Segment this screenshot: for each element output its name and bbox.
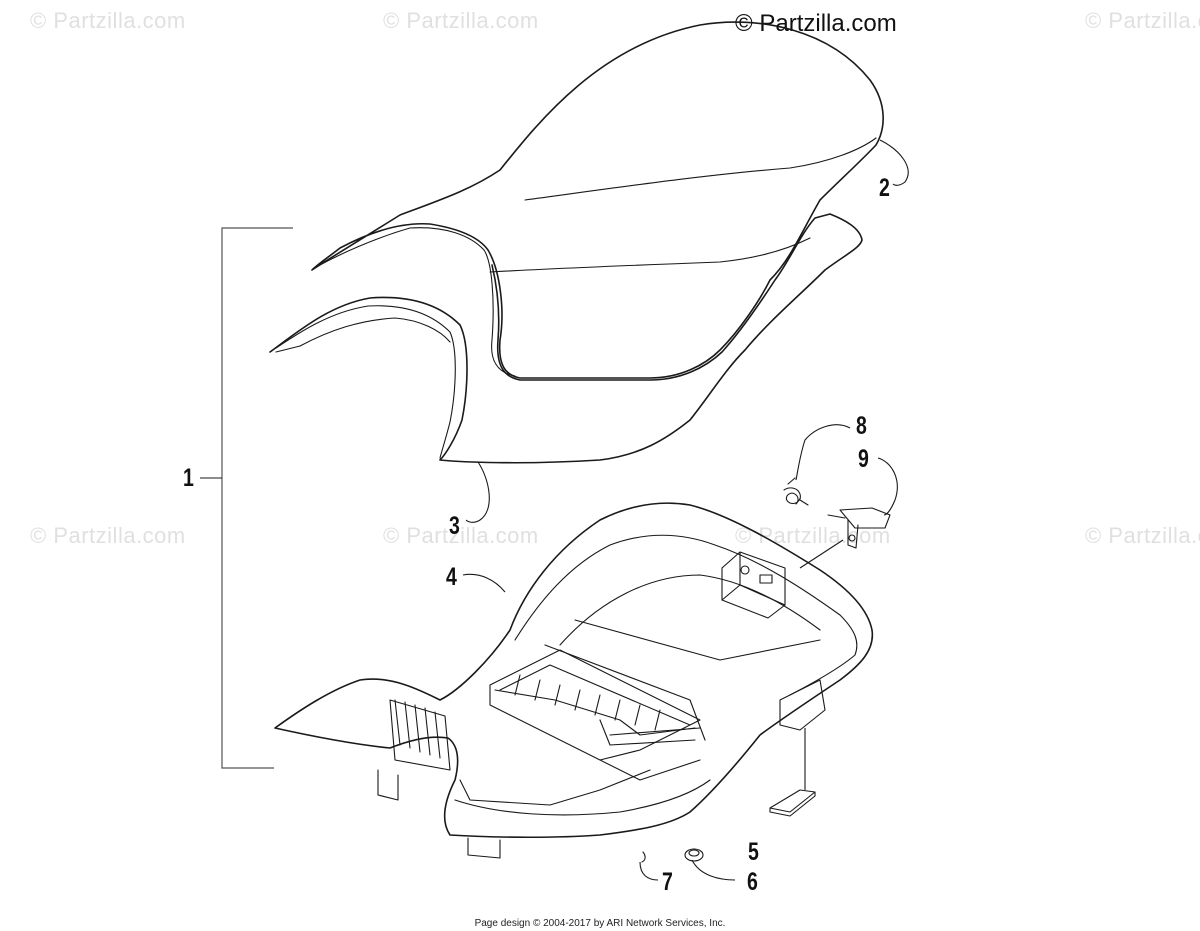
callout-7[interactable]: 7	[662, 868, 673, 896]
watermark: © Partzilla.com	[30, 8, 186, 33]
seat-base-drawing	[274, 502, 874, 859]
grommet-part-6	[684, 848, 704, 862]
latch-part-9	[827, 507, 891, 549]
spring-part-8	[783, 477, 809, 506]
assembly-bracket	[221, 227, 293, 769]
pad-part-5	[769, 789, 816, 817]
seat-foam-drawing	[269, 213, 863, 464]
leader-7	[639, 861, 659, 881]
watermark: © Partzilla.com	[1085, 8, 1200, 33]
callout-4[interactable]: 4	[446, 563, 457, 591]
watermark: © Partzilla.com	[1085, 523, 1200, 548]
leader-8	[795, 424, 851, 481]
callout-1[interactable]: 1	[183, 464, 194, 492]
leader-9b	[799, 539, 844, 569]
callout-2[interactable]: 2	[879, 174, 890, 202]
leader-9	[877, 457, 898, 516]
seat-cover-drawing	[311, 21, 884, 379]
leader-6	[691, 859, 736, 881]
leader-4	[462, 573, 506, 593]
callout-8[interactable]: 8	[856, 412, 867, 440]
callout-9[interactable]: 9	[858, 445, 869, 473]
callout-6[interactable]: 6	[747, 868, 758, 896]
leader-3	[465, 461, 490, 523]
footer-credit: Page design © 2004-2017 by ARI Network S…	[474, 918, 726, 929]
clip-part-7	[641, 851, 646, 863]
callout-5[interactable]: 5	[748, 838, 759, 866]
leader-2	[879, 139, 909, 186]
callout-3[interactable]: 3	[449, 512, 460, 540]
watermark: © Partzilla.com	[383, 523, 539, 548]
watermark: © Partzilla.com	[383, 8, 539, 33]
watermark: © Partzilla.com	[30, 523, 186, 548]
